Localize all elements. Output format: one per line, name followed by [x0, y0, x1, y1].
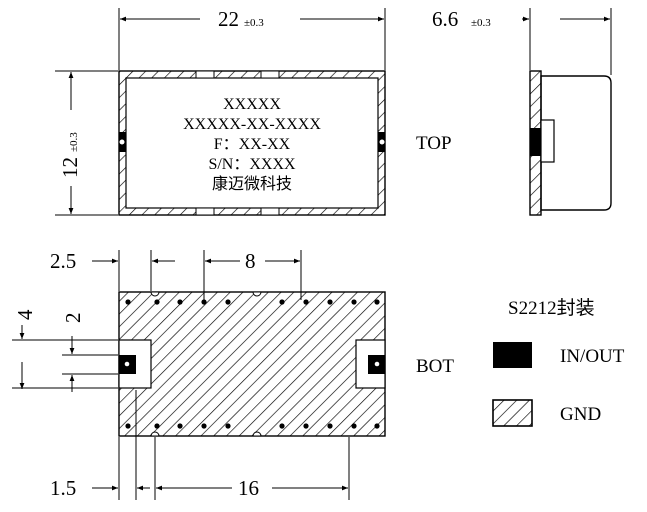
- side-thickness-value: 6.6: [432, 7, 458, 31]
- legend-label-gnd: GND: [560, 404, 601, 425]
- side-view: 6.6 ±0.3: [432, 7, 612, 216]
- marking-line-3: F：XX-XX: [214, 136, 291, 153]
- dim-bottom-span: 16: [238, 476, 259, 500]
- top-width-value: 22: [218, 7, 239, 31]
- bottom-view-label: BOT: [416, 356, 454, 377]
- bottom-view: 2.5 8 4 2 1.5 16 BOT: [12, 249, 454, 500]
- legend: S2212封装 IN/OUT GND: [492, 297, 625, 427]
- dim-pad-inner: 2: [61, 313, 85, 324]
- top-width-tolerance: ±0.3: [244, 17, 264, 29]
- legend-title: S2212封装: [508, 297, 595, 319]
- legend-swatch-gnd: [492, 399, 533, 427]
- top-height-tolerance: ±0.3: [68, 132, 80, 152]
- top-view-label: TOP: [416, 133, 452, 154]
- dim-edge-to-pad: 2.5: [50, 249, 76, 273]
- marking-line-1: XXXXX: [223, 96, 281, 113]
- top-height-value: 12: [58, 157, 82, 178]
- marking-line-4: S/N：XXXX: [208, 156, 296, 173]
- marking-line-5: 康迈微科技: [212, 175, 292, 193]
- top-view: XXXXX XXXXX-XX-XXXX F：XX-XX S/N：XXXX 康迈微…: [55, 7, 452, 216]
- legend-label-io: IN/OUT: [560, 346, 625, 367]
- side-pad: [530, 128, 541, 156]
- dim-pad-outer: 4: [13, 309, 37, 320]
- marking-line-2: XXXXX-XX-XXXX: [183, 116, 321, 133]
- dim-bottom-edge: 1.5: [50, 476, 76, 500]
- side-thickness-tolerance: ±0.3: [471, 17, 491, 29]
- legend-swatch-io: [493, 342, 532, 368]
- top-lid: [125, 77, 379, 209]
- dim-pitch: 8: [245, 249, 256, 273]
- bottom-body: [118, 291, 386, 437]
- side-lid: [540, 75, 612, 211]
